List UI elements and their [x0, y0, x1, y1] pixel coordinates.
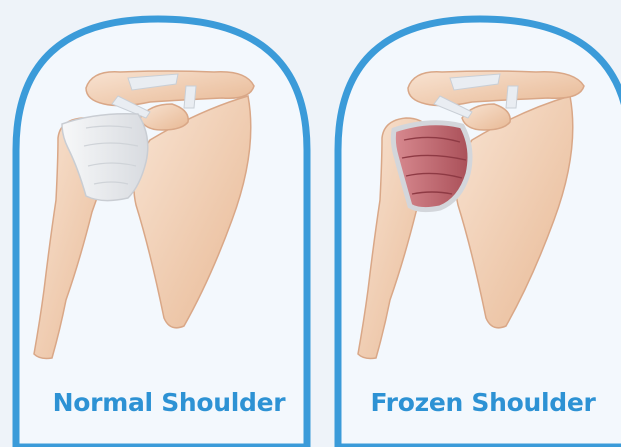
normal-shoulder-label: Normal Shoulder: [16, 388, 322, 424]
ligament: [506, 86, 518, 108]
normal-shoulder-label-text: Normal Shoulder: [53, 388, 286, 417]
joint-capsule-frozen: [393, 123, 470, 210]
frozen-shoulder-label-text: Frozen Shoulder: [370, 388, 595, 417]
frozen-shoulder-label: Frozen Shoulder: [333, 388, 621, 424]
ligament: [184, 86, 196, 108]
